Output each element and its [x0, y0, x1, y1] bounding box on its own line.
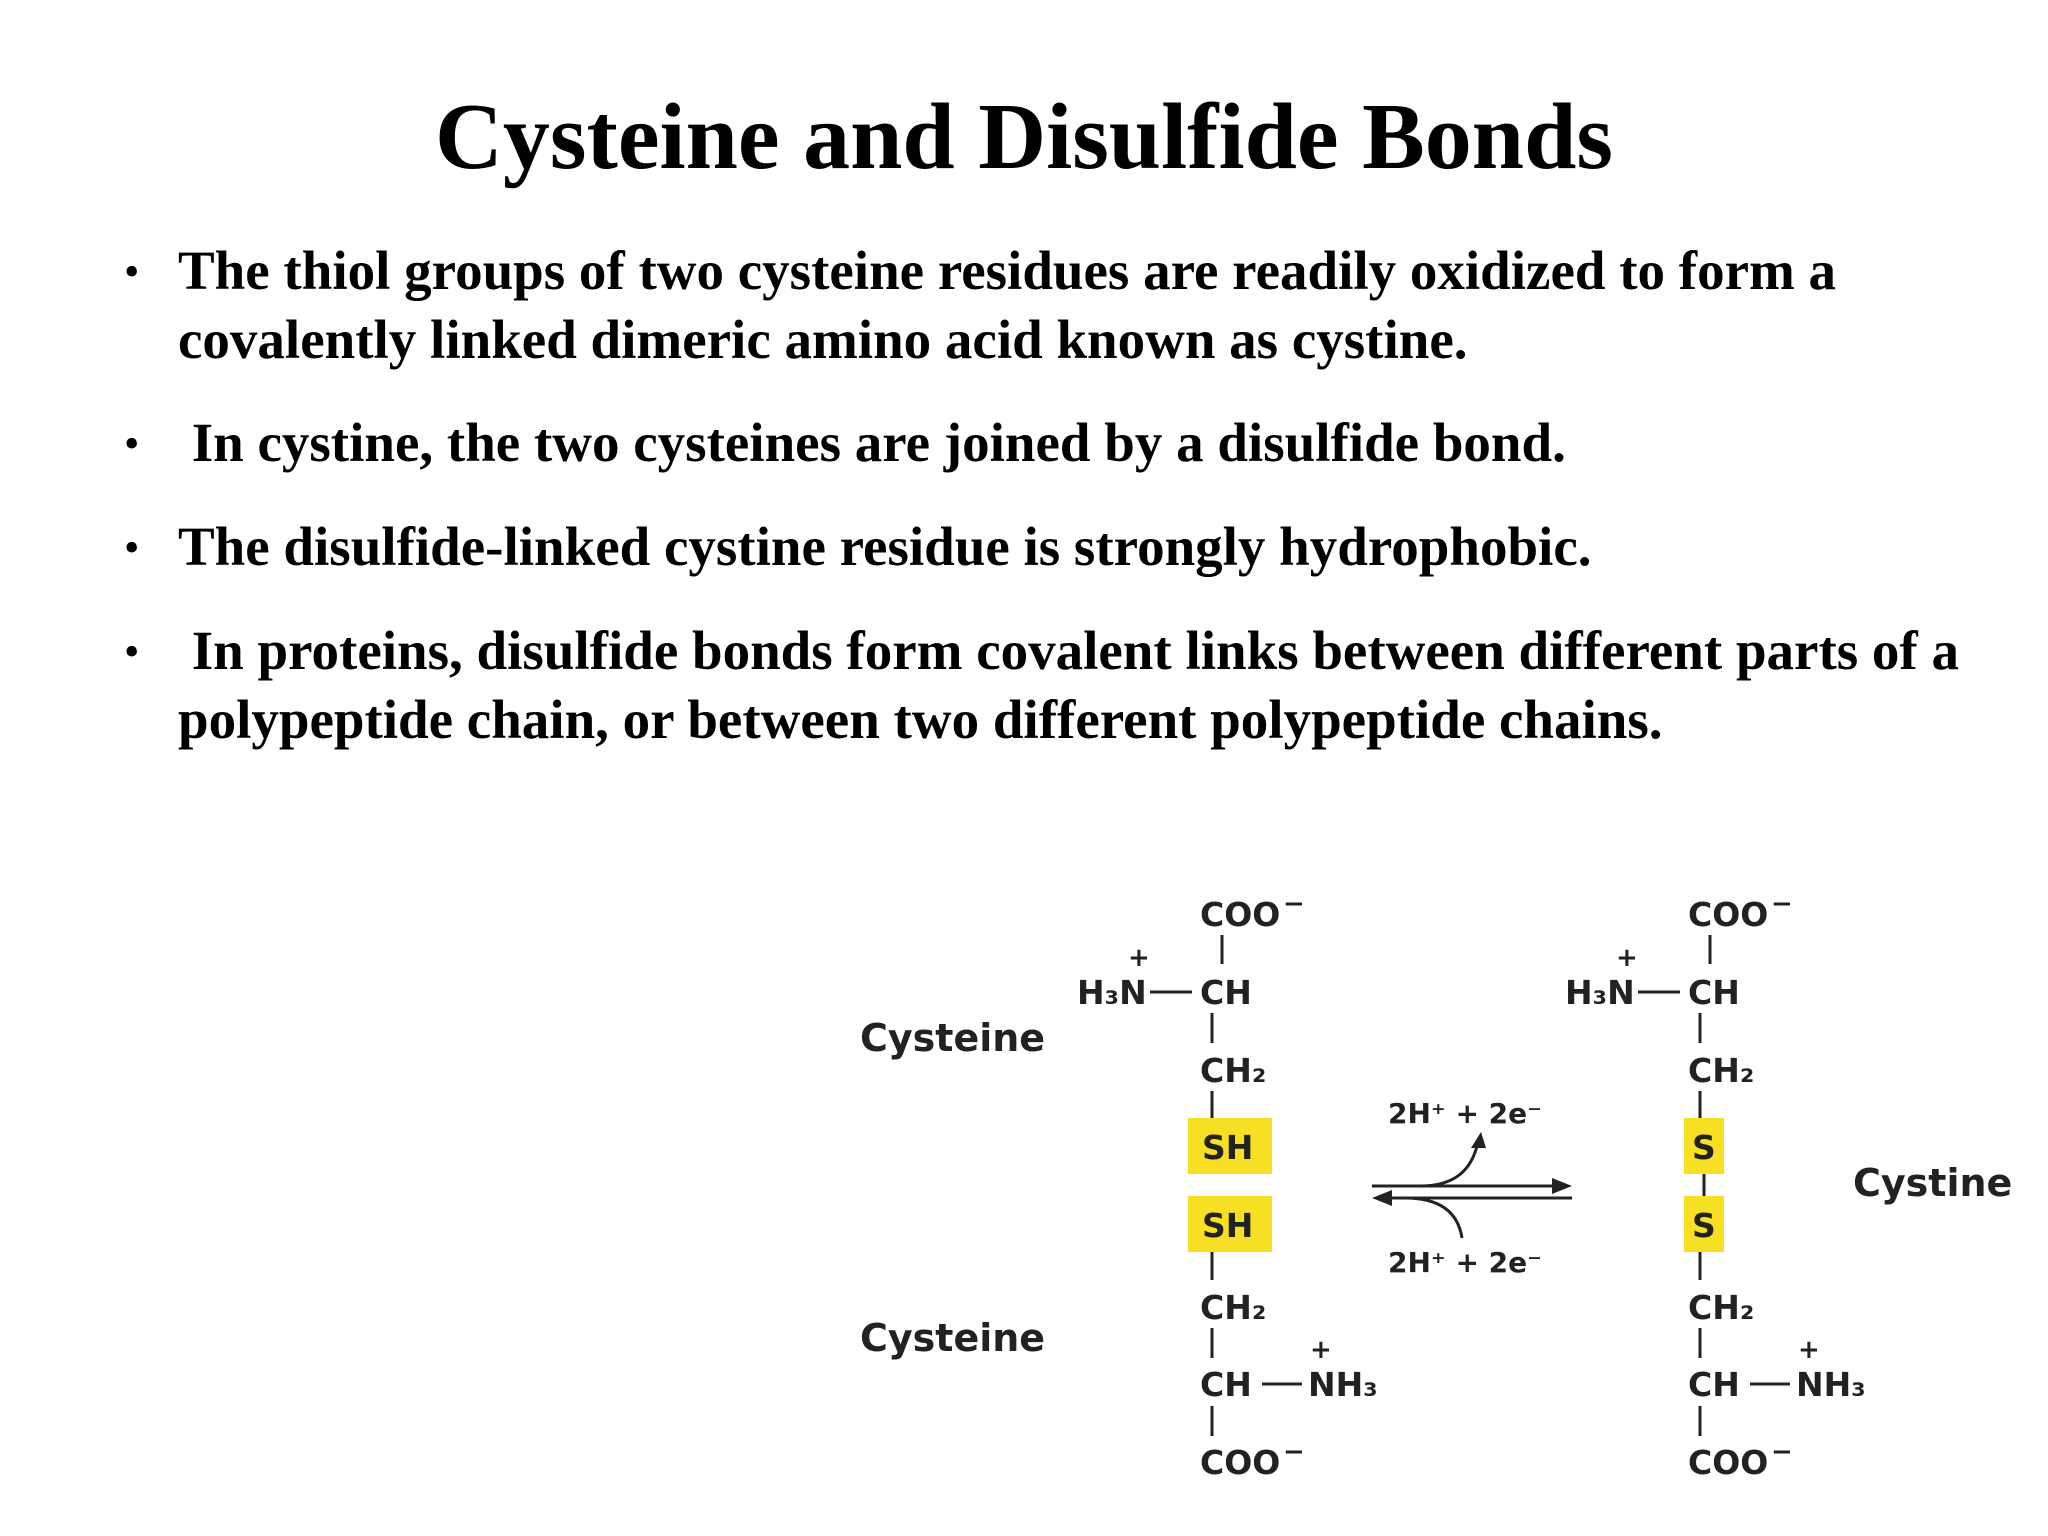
- reaction-label-top: 2H⁺ + 2e⁻: [1388, 1097, 1542, 1130]
- charge-minus: −: [1283, 1437, 1305, 1467]
- right-structure: COO − + H₃N CH CH₂ S S CH₂ CH NH₃ + COO: [1565, 889, 1866, 1482]
- reaction-arrows: 2H⁺ + 2e⁻ 2H⁺ + 2e⁻: [1372, 1097, 1572, 1279]
- left-structure: COO − + H₃N CH CH₂ SH SH CH₂ CH NH₃: [1077, 889, 1378, 1482]
- ch2-group: CH₂: [1688, 1051, 1754, 1090]
- charge-plus: +: [1128, 943, 1150, 973]
- bullet-item-2: In cystine, the two cysteines are joined…: [178, 412, 1566, 473]
- ch-group: CH: [1688, 1365, 1740, 1404]
- charge-minus: −: [1771, 1437, 1793, 1467]
- ch-group: CH: [1688, 973, 1740, 1012]
- bullet-item-4: In proteins, disulfide bonds form covale…: [178, 620, 1973, 750]
- bullet-marker: •: [124, 419, 140, 468]
- charge-plus: +: [1616, 943, 1638, 973]
- ch2-group: CH₂: [1200, 1051, 1266, 1090]
- reaction-label-bottom: 2H⁺ + 2e⁻: [1388, 1246, 1542, 1279]
- bullet-item-1: The thiol groups of two cysteine residue…: [178, 240, 1850, 370]
- sh-group: SH: [1202, 1128, 1253, 1167]
- sh-highlight: [1188, 1196, 1272, 1252]
- label-cysteine-top: Cysteine: [860, 1016, 1045, 1060]
- s-atom: S: [1692, 1206, 1716, 1245]
- ch-group: CH: [1200, 973, 1252, 1012]
- s-highlight: [1684, 1196, 1724, 1252]
- sh-group: SH: [1202, 1206, 1253, 1245]
- charge-minus: −: [1283, 889, 1305, 919]
- bullet-marker: •: [124, 523, 140, 572]
- s-atom: S: [1692, 1128, 1716, 1167]
- bullet-list: • The thiol groups of two cysteine resid…: [124, 240, 1973, 750]
- nh3-group: NH₃: [1796, 1365, 1866, 1404]
- charge-plus: +: [1310, 1335, 1332, 1365]
- h3n-group: H₃N: [1077, 973, 1147, 1012]
- h3n-group: H₃N: [1565, 973, 1635, 1012]
- ch2-group: CH₂: [1200, 1288, 1266, 1327]
- bullet-marker: •: [124, 627, 140, 676]
- ch-group: CH: [1200, 1365, 1252, 1404]
- slide-title: Cysteine and Disulfide Bonds: [435, 85, 1613, 189]
- charge-minus: −: [1771, 889, 1793, 919]
- ch2-group: CH₂: [1688, 1288, 1754, 1327]
- bullet-item-3: The disulfide-linked cystine residue is …: [178, 516, 1592, 577]
- coo-group: COO: [1688, 1443, 1768, 1482]
- label-cysteine-bottom: Cysteine: [860, 1316, 1045, 1360]
- nh3-group: NH₃: [1308, 1365, 1378, 1404]
- coo-group: COO: [1200, 1443, 1280, 1482]
- charge-plus: +: [1798, 1335, 1820, 1365]
- bullet-marker: •: [124, 247, 140, 296]
- sh-highlight: [1188, 1118, 1272, 1174]
- s-highlight: [1684, 1118, 1724, 1174]
- label-cystine: Cystine: [1853, 1161, 2012, 1205]
- coo-group: COO: [1200, 895, 1280, 934]
- coo-group: COO: [1688, 895, 1768, 934]
